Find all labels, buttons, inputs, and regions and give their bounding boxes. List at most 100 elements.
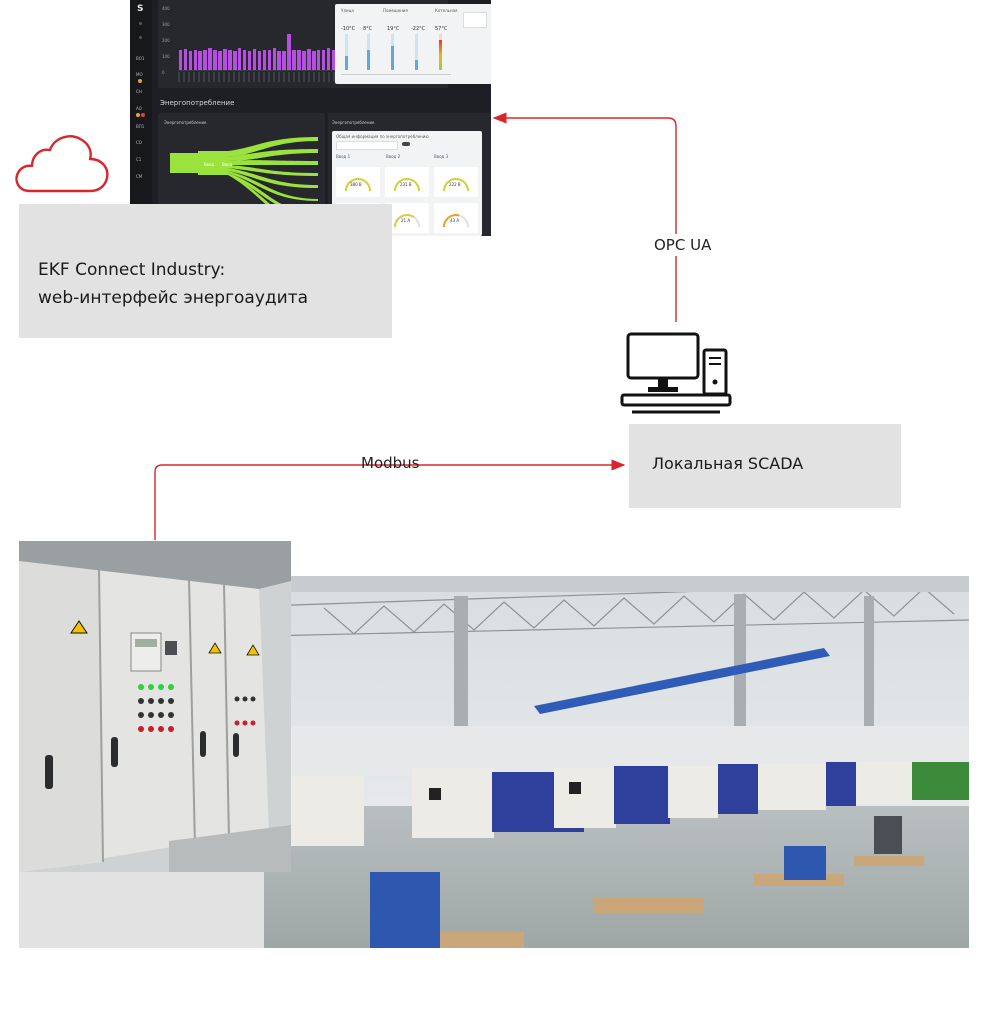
bar <box>237 47 242 70</box>
sidebar-item-ao[interactable]: АО <box>136 106 142 111</box>
sidebar-item-sm[interactable]: СМ <box>136 174 143 179</box>
dashboard-logo: S <box>137 4 144 14</box>
gauges-panel: Энергопотребление Общая информация по эн… <box>328 113 491 236</box>
temperature-card: Улица Помещения Котельная -10°C 8°C 19°C… <box>335 4 491 84</box>
sankey-node-label: Ввод <box>222 162 233 167</box>
gauge-tile: 43 А <box>434 203 478 233</box>
bar <box>183 48 188 70</box>
sankey-flow <box>198 151 228 175</box>
sidebar-item-s1[interactable]: С1 <box>136 157 142 162</box>
modbus-connector <box>154 459 626 540</box>
bar <box>262 49 267 70</box>
sankey-flow <box>228 160 318 165</box>
panel-illustration <box>19 541 291 872</box>
gauge-arc-icon <box>345 178 371 192</box>
thermometer-bar <box>345 34 348 70</box>
sankey-flow <box>228 149 318 161</box>
thermometer-bar <box>415 34 418 70</box>
sankey-flow <box>228 165 318 176</box>
bar-chart-panel: 400 300 200 100 0 Улица Помещения Котель… <box>158 0 491 88</box>
gauge-tile: 231 В <box>385 167 429 197</box>
gauge-value: 222 В <box>449 182 461 187</box>
gauge-value: 380 В <box>350 182 362 187</box>
bar <box>282 51 286 70</box>
temp-value: 8°C <box>363 26 373 32</box>
sidebar-dot <box>139 22 142 25</box>
bar <box>316 49 321 70</box>
sankey-node-label: Ввод <box>204 162 215 167</box>
bar <box>242 49 247 70</box>
summary-card: Общая информация по энергопотреблению Вв… <box>332 131 482 236</box>
bar <box>203 50 207 70</box>
thermometer-bar <box>367 34 370 70</box>
sidebar-item-so[interactable]: СО <box>136 140 142 145</box>
input-label: Ввод 2 <box>386 154 401 159</box>
sidebar-item-sn[interactable]: СН <box>136 89 142 94</box>
sankey-flow <box>228 174 318 227</box>
bar <box>277 50 281 70</box>
sankey-flow <box>228 171 318 201</box>
bar <box>188 51 193 70</box>
gauge-tile: 380 В <box>336 167 380 197</box>
y-tick-label: 0 <box>162 70 165 75</box>
bar <box>292 49 296 70</box>
sidebar-item-mo[interactable]: МО <box>136 72 143 77</box>
bar <box>193 49 197 70</box>
gauge-tile: 21 А <box>385 203 429 233</box>
desktop-computer-icon <box>620 332 732 414</box>
bar <box>307 48 311 70</box>
ekf-caption-line1: EKF Connect Industry: <box>38 260 226 280</box>
bar <box>267 50 272 70</box>
bottom-gray-block <box>19 870 271 948</box>
toggle-switch[interactable] <box>402 142 410 146</box>
factory-floor-photo <box>264 576 969 948</box>
bar <box>321 50 326 70</box>
bar <box>331 49 336 70</box>
gauge-arc-icon <box>443 214 469 228</box>
bar <box>297 50 301 70</box>
thermometer-bar <box>391 34 394 70</box>
bar <box>223 48 227 70</box>
thermometer-bar <box>439 34 442 70</box>
sankey-flow <box>228 173 318 215</box>
factory-illustration <box>264 576 969 948</box>
bar <box>213 49 217 70</box>
y-tick-label: 400 <box>162 6 170 11</box>
bar-series <box>178 8 336 71</box>
y-tick-label: 300 <box>162 22 170 27</box>
temp-group-label: Котельная <box>435 8 458 13</box>
scada-label: Локальная SCADA <box>652 454 804 473</box>
input-label: Ввод 1 <box>336 154 351 159</box>
y-tick-label: 100 <box>162 54 170 59</box>
x-axis-ticks <box>178 72 336 82</box>
sidebar-item-vp1[interactable]: ВП1 <box>136 124 145 129</box>
temp-group-label: Помещения <box>383 8 408 13</box>
bar <box>218 51 222 70</box>
sankey-diagram <box>170 137 318 227</box>
sidebar-dot <box>139 36 142 39</box>
ekf-caption-box <box>19 204 392 338</box>
y-axis: 400 300 200 100 0 <box>162 6 176 75</box>
temp-group-label: Улица <box>341 8 354 13</box>
status-tile[interactable] <box>463 12 487 28</box>
sankey-flow <box>170 153 198 173</box>
bar <box>312 51 316 70</box>
bar <box>252 48 257 70</box>
input-label: Ввод 3 <box>434 154 449 159</box>
gauge-value: 21 А <box>401 218 411 223</box>
bar <box>257 50 262 70</box>
status-dot-orange <box>136 113 140 117</box>
bar <box>198 50 202 70</box>
sidebar-item-vo1[interactable]: ВО1 <box>136 56 145 61</box>
gauge-arc-icon <box>394 178 420 192</box>
scada-box <box>629 424 901 508</box>
bar <box>302 50 306 70</box>
filter-dropdown[interactable] <box>336 141 398 150</box>
sankey-flow <box>228 168 318 188</box>
bar <box>326 48 331 70</box>
summary-title: Общая информация по энергопотреблению <box>336 134 429 139</box>
bar <box>287 34 291 70</box>
opc-ua-label: OPC UA <box>652 234 714 256</box>
temp-value: -10°C <box>341 26 356 32</box>
ekf-caption-line2: web-интерфейс энергоаудита <box>38 288 309 308</box>
